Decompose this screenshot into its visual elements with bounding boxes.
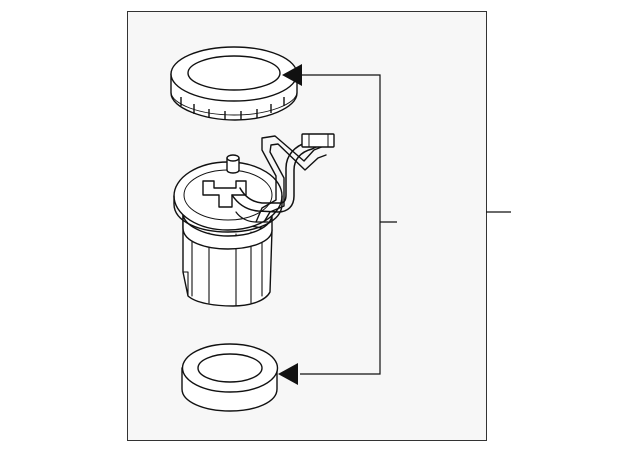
callout-arrow-top xyxy=(282,64,302,86)
callout-bracket xyxy=(300,74,381,375)
callout-leaders xyxy=(300,74,511,375)
locking-ring-icon xyxy=(170,46,298,121)
fuel-pump-module-icon xyxy=(173,133,335,307)
callout-arrow-bottom xyxy=(278,363,298,385)
seal-ring-icon xyxy=(181,343,279,412)
